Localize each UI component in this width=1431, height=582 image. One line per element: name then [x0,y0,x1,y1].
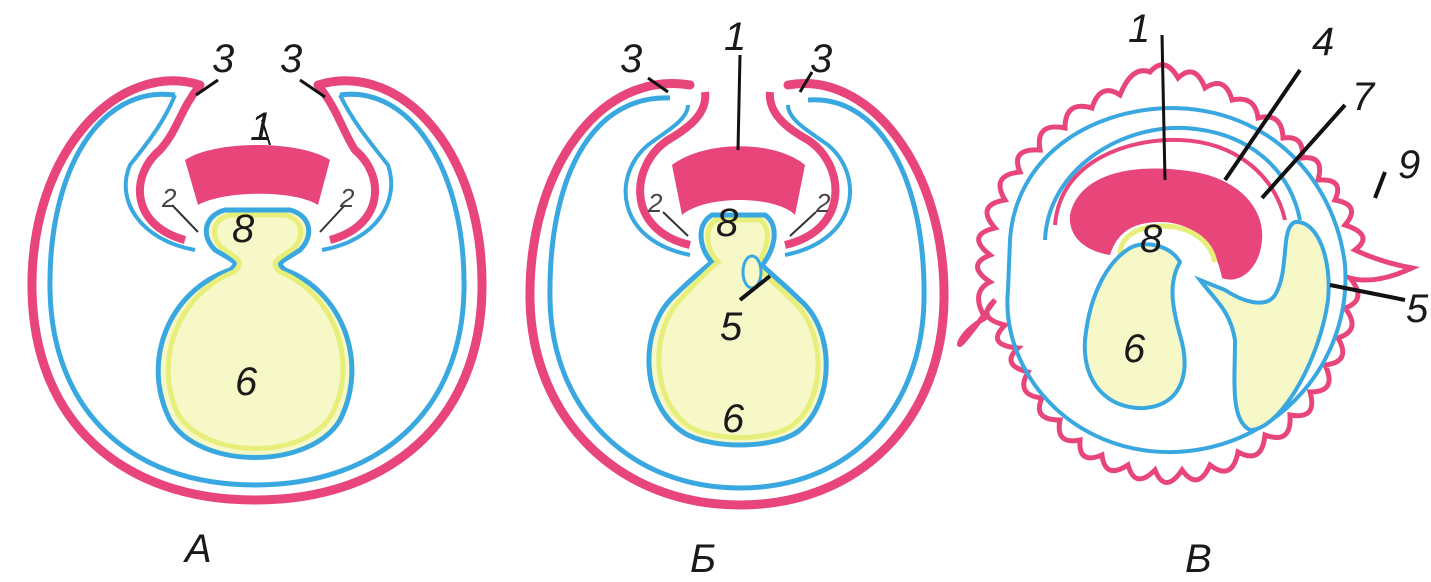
panel-a-label-3-left: 3 [212,37,234,81]
panel-b-label-3-right: 3 [810,37,832,81]
panel-b-leader-1 [738,55,740,150]
panel-a-embryonic-disc [185,145,330,205]
panel-c-label-1: 1 [1128,7,1150,51]
panel-b-label-8: 8 [716,201,739,245]
panel-c-label-8: 8 [1140,217,1163,261]
panel-a: 3 3 1 2 2 8 6 А [32,37,482,571]
panel-c-label-5: 5 [1406,287,1429,331]
panel-b-label-5: 5 [720,305,743,349]
panel-b: 3 1 3 2 2 8 5 6 Б [530,15,944,581]
panel-c-title: В [1185,537,1212,581]
panel-c-leader-1 [1162,35,1165,180]
panel-b-label-1: 1 [724,15,746,59]
panel-c-label-6: 6 [1123,327,1146,371]
panel-a-label-1: 1 [250,105,272,149]
panel-b-title: Б [690,537,716,581]
panel-a-label-2-right: 2 [339,183,355,213]
panel-c-label-9: 9 [1398,143,1420,187]
panel-b-label-3-left: 3 [620,37,642,81]
panel-b-label-2-right: 2 [815,188,831,218]
panel-a-label-3-right: 3 [280,37,302,81]
panel-c-leader-9 [1375,172,1385,198]
panel-b-embryonic-disc [672,146,805,215]
panel-c: 1 4 7 9 8 6 5 В [959,7,1429,581]
panel-a-title: А [183,527,212,571]
panel-a-label-8: 8 [232,207,255,251]
panel-b-label-2-left: 2 [647,188,663,218]
panel-c-label-7: 7 [1352,75,1376,119]
panel-c-leader-5 [1330,285,1405,300]
panel-c-label-4: 4 [1312,20,1334,64]
panel-a-label-6: 6 [235,360,258,404]
panel-a-label-2-left: 2 [161,183,177,213]
panel-b-label-6: 6 [722,397,745,441]
panel-c-leader-4 [1225,70,1300,180]
